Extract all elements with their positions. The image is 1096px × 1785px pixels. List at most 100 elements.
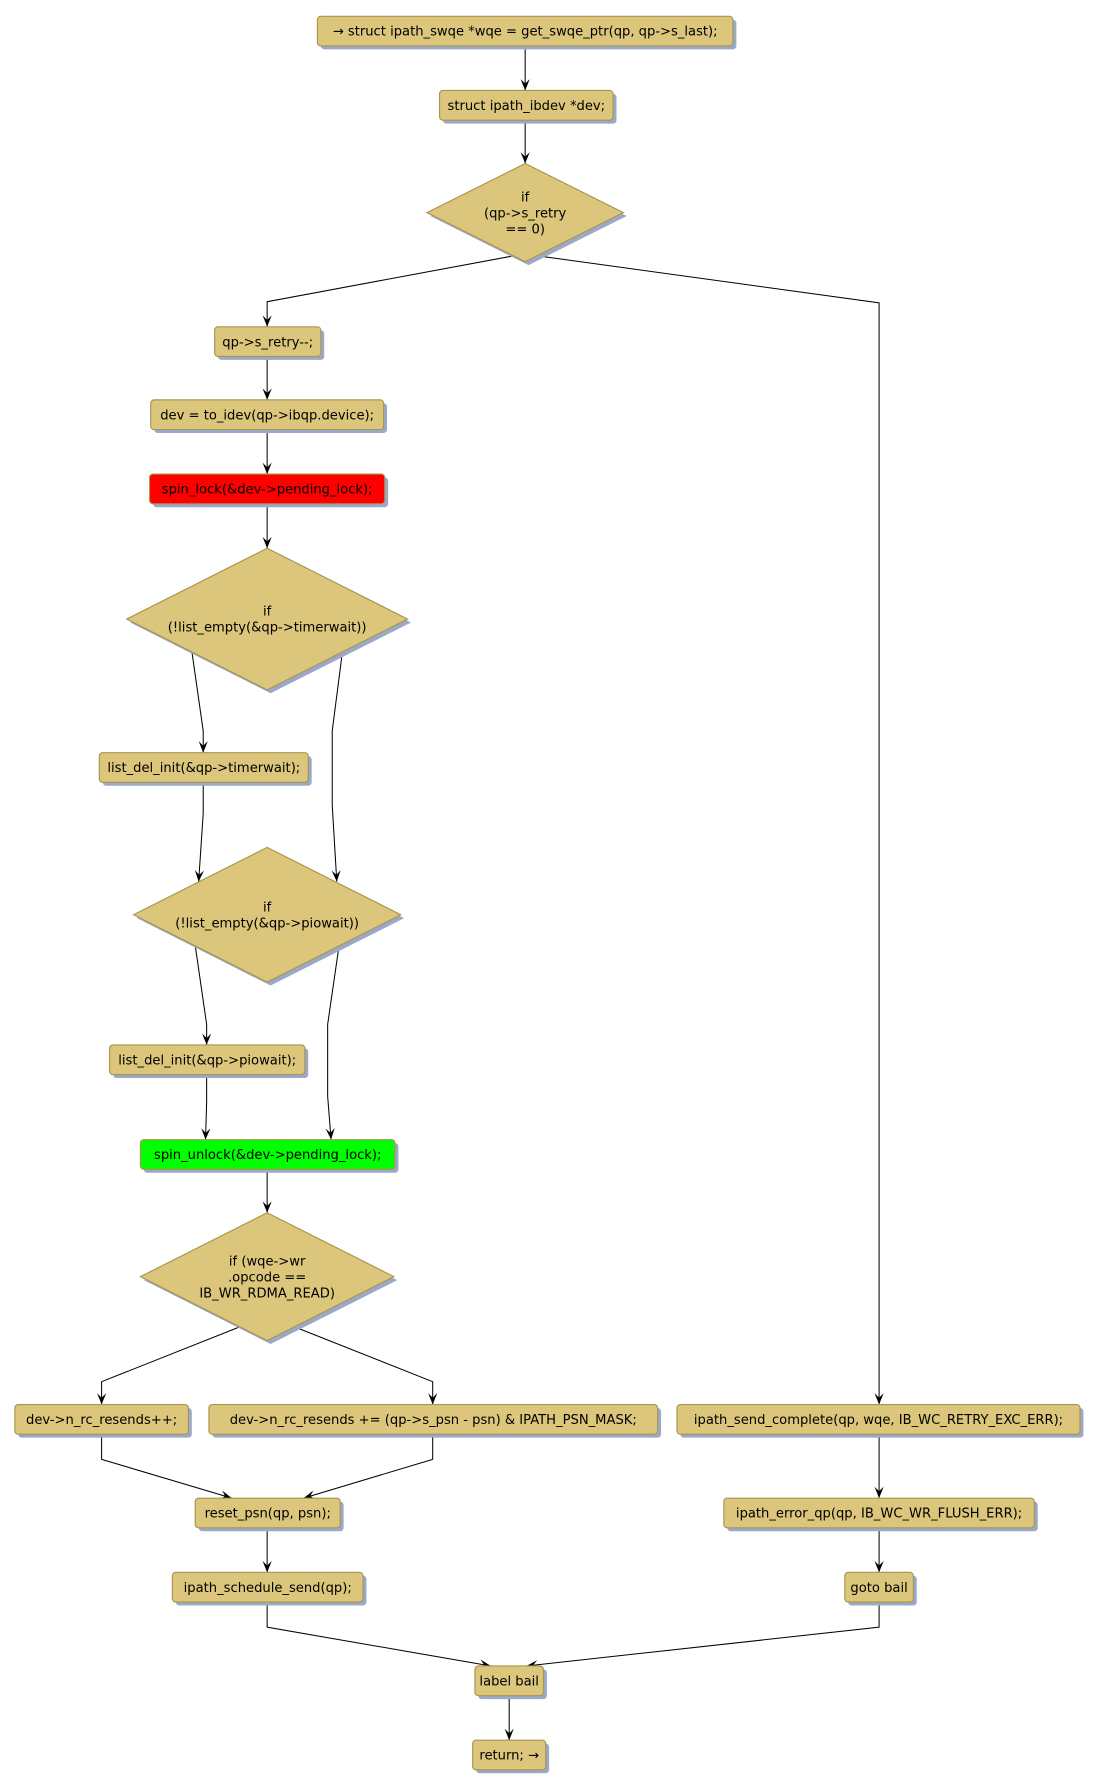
edge-line [526, 1602, 880, 1667]
node-label: list_del_init(&qp->piowait); [118, 1053, 296, 1068]
node-box [171, 1571, 364, 1603]
node-label: qp->s_retry--; [222, 335, 313, 350]
edge-line [191, 650, 204, 753]
node-box [723, 1497, 1035, 1529]
node-label-bail: label bail [474, 1665, 547, 1700]
decision-label-line: .opcode == [228, 1270, 306, 1285]
arrowhead-icon [303, 1490, 316, 1500]
node-box [98, 752, 309, 783]
arrowhead-icon [262, 1201, 272, 1213]
arrowhead-icon [97, 1393, 107, 1405]
node-box [194, 1497, 341, 1529]
node-error-qp: ipath_error_qp(qp, IB_WC_WR_FLUSH_ERR); [723, 1497, 1038, 1532]
node-resends-add: dev->n_rc_resends += (qp->s_psn - psn) &… [208, 1403, 662, 1438]
decision-label-line: (!list_empty(&qp->piowait)) [175, 916, 359, 931]
node-label: ipath_send_complete(qp, wqe, IB_WC_RETRY… [694, 1413, 1063, 1428]
node-box [14, 1403, 189, 1435]
decision-label-line: if [263, 605, 272, 620]
node-label: return; → [479, 1749, 539, 1764]
node-box [438, 89, 614, 121]
node-label: → struct ipath_swqe *wqe = get_swqe_ptr(… [333, 25, 718, 40]
node-box [139, 1139, 396, 1170]
edge-line [331, 650, 344, 882]
node-label: label bail [479, 1674, 539, 1689]
arrowhead-icon [202, 1033, 212, 1045]
decision-if-retry: if(qp->s_retry== 0) [425, 162, 627, 266]
decision-diamond [132, 846, 402, 983]
node-box [474, 1665, 545, 1697]
node-box [150, 399, 385, 431]
node-dec-retry: qp->s_retry--; [214, 326, 325, 360]
decision-if-timerwait: if(!list_empty(&qp->timerwait)) [125, 547, 411, 694]
edge-line [327, 945, 340, 1140]
node-label: dev->n_rc_resends++; [26, 1413, 177, 1428]
node-resends-inc: dev->n_rc_resends++; [14, 1403, 192, 1438]
node-label: struct ipath_ibdev *dev; [448, 99, 606, 114]
node-return: return; → [472, 1739, 550, 1774]
edges [97, 45, 884, 1741]
node-send-complete: ipath_send_complete(qp, wqe, IB_WC_RETRY… [676, 1403, 1084, 1438]
edge-line [266, 255, 513, 327]
node-box [208, 1403, 659, 1435]
decision-label-line: (!list_empty(&qp->timerwait)) [168, 621, 367, 636]
decision-diamond [425, 162, 625, 263]
edge-line [303, 1434, 434, 1499]
node-box [214, 326, 322, 358]
nodes: → struct ipath_swqe *wqe = get_swqe_ptr(… [14, 15, 1084, 1774]
arrowhead-icon [874, 1560, 884, 1573]
arrowhead-icon [219, 1490, 232, 1500]
decision-label-line: if (wqe->wr [229, 1254, 306, 1269]
node-start: → struct ipath_swqe *wqe = get_swqe_ptr(… [316, 15, 737, 50]
decision-diamond [139, 1212, 396, 1342]
decision-if-opcode: if (wqe->wr.opcode ==IB_WR_RDMA_READ) [139, 1212, 398, 1345]
node-label: goto bail [850, 1581, 907, 1596]
arrowhead-icon [874, 1393, 884, 1405]
arrowhead-icon [428, 1393, 438, 1405]
arrowhead-icon [198, 741, 208, 753]
node-schedule-send: ipath_schedule_send(qp); [171, 1571, 367, 1606]
edge-line [101, 1326, 240, 1405]
node-reset-psn: reset_psn(qp, psn); [194, 1497, 344, 1532]
node-del-piowait: list_del_init(&qp->piowait); [109, 1044, 309, 1079]
arrowhead-icon [262, 1560, 272, 1573]
arrowhead-icon [194, 869, 204, 882]
arrowhead-icon [504, 1728, 514, 1741]
node-label: list_del_init(&qp->timerwait); [107, 761, 300, 776]
node-box [676, 1403, 1081, 1435]
arrowhead-icon [262, 315, 272, 327]
node-box [844, 1571, 914, 1603]
arrowhead-icon [325, 1127, 335, 1140]
decision-label-line: IB_WR_RDMA_READ) [199, 1286, 335, 1301]
edge-line [294, 1326, 434, 1405]
edge-line [101, 1434, 232, 1499]
node-label: ipath_schedule_send(qp); [184, 1581, 352, 1596]
node-label: dev->n_rc_resends += (qp->s_psn - psn) &… [230, 1413, 637, 1428]
decision-label-line: if [263, 900, 272, 915]
node-label: spin_unlock(&dev->pending_lock); [154, 1148, 381, 1163]
node-box [148, 473, 386, 505]
arrowhead-icon [201, 1128, 211, 1140]
arrowhead-icon [874, 1486, 884, 1499]
edge-line [538, 255, 880, 1405]
arrowhead-icon [331, 869, 341, 882]
decision-diamond [125, 547, 409, 691]
node-goto-bail: goto bail [844, 1571, 917, 1606]
node-label: dev = to_idev(qp->ibqp.device); [160, 408, 374, 423]
node-label: reset_psn(qp, psn); [205, 1507, 331, 1522]
arrowhead-icon [520, 152, 530, 164]
edge-line [266, 1602, 492, 1667]
node-box [472, 1739, 547, 1771]
edge-line [194, 945, 208, 1045]
decision-label-line: (qp->s_retry [484, 206, 567, 221]
node-del-timerwait: list_del_init(&qp->timerwait); [98, 752, 312, 786]
node-spin-unlock: spin_unlock(&dev->pending_lock); [139, 1139, 399, 1173]
node-label: spin_lock(&dev->pending_lock); [162, 483, 373, 498]
arrowhead-icon [262, 462, 272, 475]
node-decl-dev: struct ipath_ibdev *dev; [438, 89, 617, 124]
node-to-idev: dev = to_idev(qp->ibqp.device); [150, 399, 388, 433]
node-box [109, 1044, 306, 1076]
edge-line [204, 1074, 208, 1140]
decision-label-line: if [521, 190, 530, 205]
node-label: ipath_error_qp(qp, IB_WC_WR_FLUSH_ERR); [736, 1507, 1022, 1522]
